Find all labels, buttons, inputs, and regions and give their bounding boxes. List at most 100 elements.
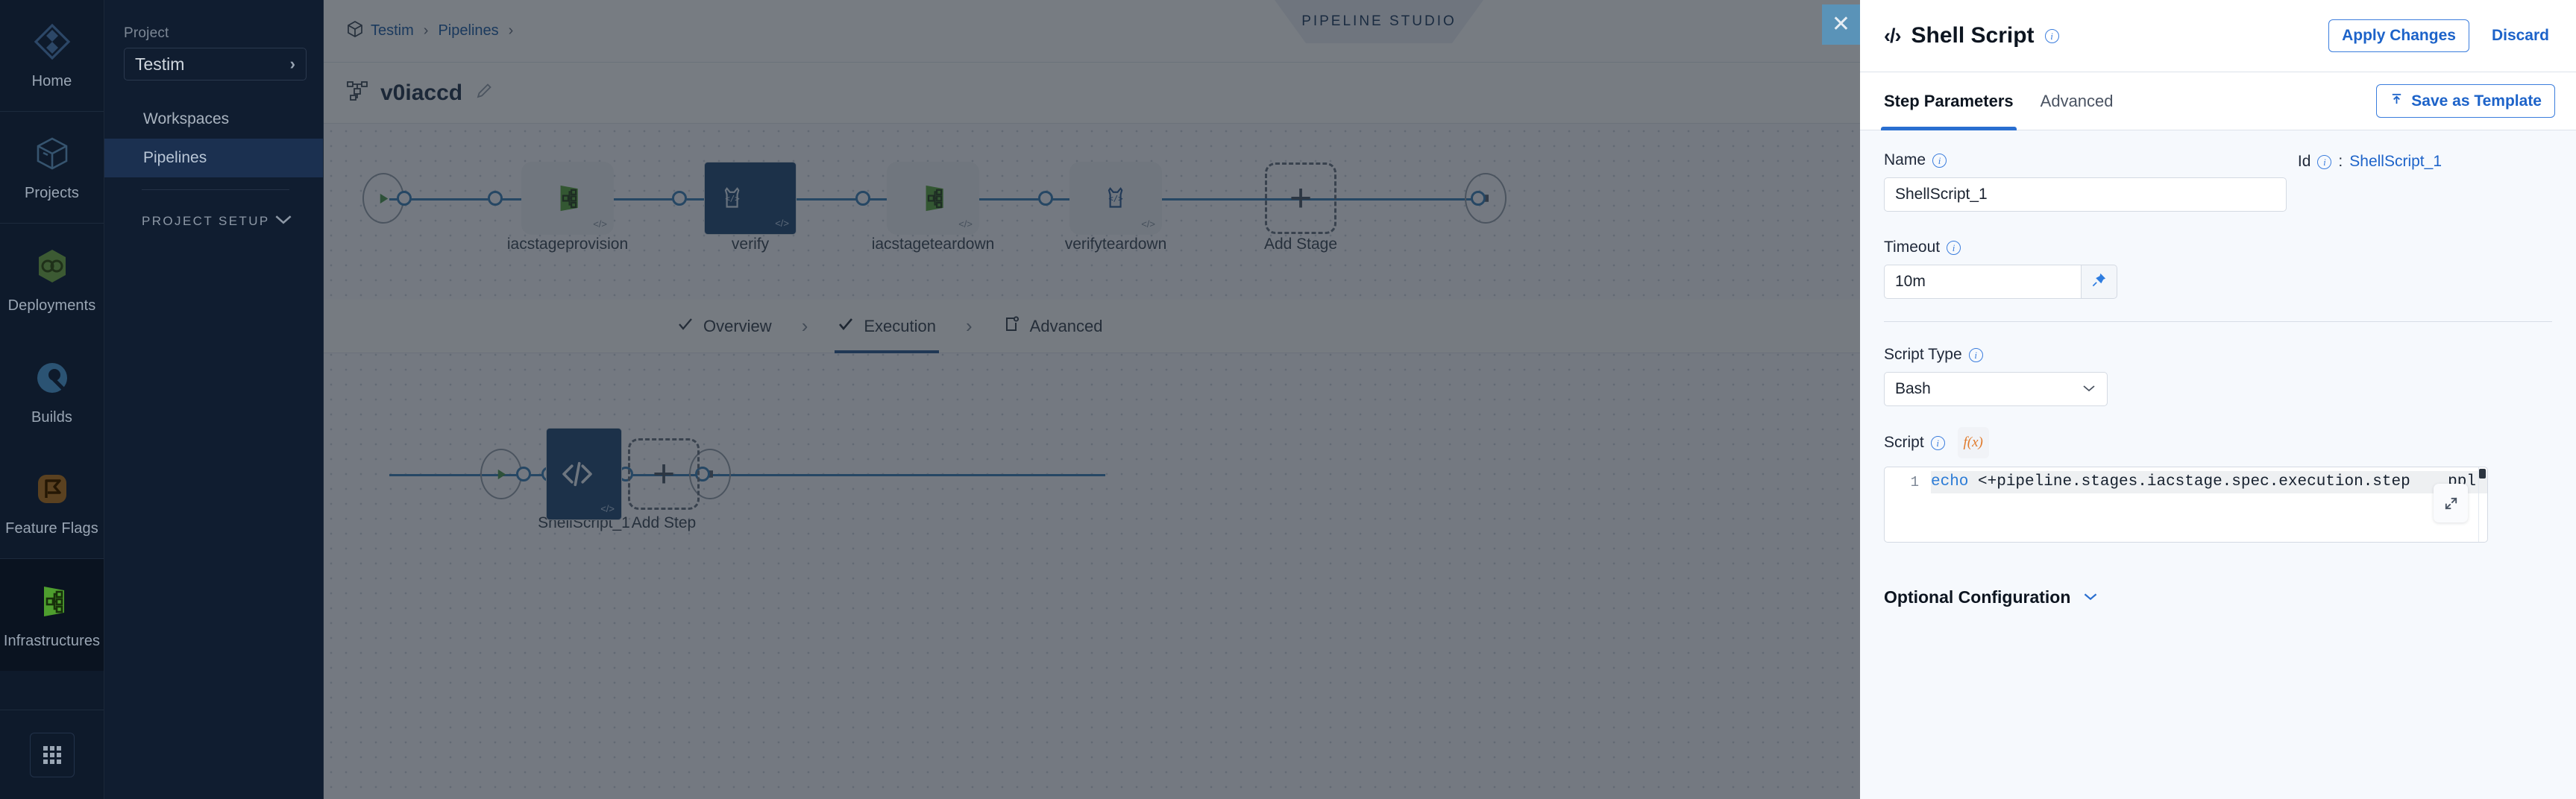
tab-step-parameters[interactable]: Step Parameters	[1881, 72, 2017, 130]
expand-fullscreen-icon[interactable]	[2434, 484, 2468, 522]
info-icon[interactable]: i	[1968, 347, 1983, 362]
pipeline-canvas: </> iacstageprovision </> </> verify	[324, 124, 1860, 799]
info-icon[interactable]: i	[1947, 240, 1961, 255]
pipeline-graph-icon	[346, 80, 368, 106]
tab-separator: ›	[965, 315, 973, 337]
rail-item-projects[interactable]: Projects	[0, 112, 104, 224]
rail-item-label: Builds	[31, 408, 73, 426]
info-icon[interactable]: i	[1930, 435, 1945, 450]
check-icon	[677, 316, 694, 337]
rail-bottom-area	[0, 710, 104, 799]
infrastructure-icon	[560, 185, 578, 212]
name-label: Name	[1884, 151, 1926, 168]
sidebar-item-pipelines[interactable]: Pipelines	[104, 139, 323, 177]
save-as-template-label: Save as Template	[2411, 92, 2542, 110]
timeout-field-group: Timeout i 10m	[1884, 239, 2552, 299]
id-separator: :	[2338, 153, 2343, 170]
feature-flags-flag-icon	[31, 468, 73, 510]
sidebar-divider	[142, 189, 289, 190]
active-tab-underline	[835, 350, 939, 353]
info-icon[interactable]: i	[2317, 154, 2332, 169]
script-code-editor[interactable]: 1 echo <+pipeline.stages.iacstage.spec.e…	[1884, 467, 2488, 543]
projects-cube-icon	[31, 133, 73, 174]
tab-overview[interactable]: Overview	[674, 300, 775, 353]
rail-item-infrastructures[interactable]: Infrastructures	[0, 559, 104, 671]
discard-button[interactable]: Discard	[2491, 27, 2549, 44]
connector-dot	[1038, 191, 1053, 206]
sidebar-item-label: Workspaces	[143, 110, 230, 127]
stage-graph: </> iacstageprovision </> </> verify	[346, 146, 1629, 253]
add-stage-button[interactable]: +	[1265, 162, 1336, 234]
script-type-label-row: Script Type i	[1884, 346, 2552, 364]
project-setup-section[interactable]: PROJECT SETUP	[104, 206, 323, 236]
rail-item-deployments[interactable]: Deployments	[0, 224, 104, 335]
step-node-shellscript-1[interactable]: </>	[546, 428, 622, 520]
script-type-select[interactable]: Bash	[1884, 372, 2108, 406]
rail-item-label: Projects	[24, 185, 80, 201]
script-type-group: Script Type i Bash	[1884, 346, 2552, 406]
pipeline-name: v0iaccd	[380, 80, 463, 105]
panel-tabs: Step Parameters Advanced Save as Templat…	[1860, 72, 2576, 130]
tab-execution[interactable]: Execution	[835, 300, 939, 353]
timeout-input[interactable]: 10m	[1884, 265, 2082, 299]
tab-label: Execution	[864, 316, 936, 335]
script-type-value: Bash	[1895, 380, 1931, 397]
infrastructure-icon	[926, 185, 943, 212]
pipeline-title-bar: v0iaccd VISUAL YAML	[324, 63, 1860, 168]
stage-node-iacstageteardown[interactable]: </>	[887, 162, 979, 235]
rail-item-home[interactable]: Home	[0, 0, 104, 112]
panel-header: ‹/› Shell Script i Apply Changes Discard	[1860, 0, 2576, 72]
code-line: 1 echo <+pipeline.stages.iacstage.spec.e…	[1885, 467, 2487, 493]
id-value: ShellScript_1	[2349, 153, 2442, 170]
apply-changes-button[interactable]: Apply Changes	[2328, 19, 2469, 52]
custom-stage-icon: </>	[724, 187, 740, 208]
home-diamond-icon	[31, 21, 73, 63]
scrollbar-thumb[interactable]	[2479, 469, 2486, 479]
rail-item-feature-flags[interactable]: Feature Flags	[0, 447, 104, 559]
check-icon	[838, 316, 854, 337]
infrastructures-nodes-icon	[31, 581, 73, 622]
add-step-button[interactable]: +	[628, 438, 700, 510]
close-panel-button[interactable]: ✕	[1822, 4, 1860, 45]
script-group: Script i f(x) 1 echo <+pipeline.stages.i…	[1884, 427, 2552, 543]
project-selector-name: Testim	[135, 54, 185, 74]
pin-icon	[2091, 272, 2107, 291]
stage-badge: </>	[775, 218, 789, 229]
add-stage-label: Add Stage	[1263, 236, 1338, 253]
stage-node-verify[interactable]: </> </>	[704, 162, 797, 235]
info-icon[interactable]: i	[2044, 28, 2059, 43]
chevron-down-icon	[2082, 589, 2099, 606]
chevron-down-icon	[274, 214, 293, 229]
name-field-group: Name i ShellScript_1	[1884, 151, 2287, 212]
sidebar-item-workspaces[interactable]: Workspaces	[104, 100, 323, 139]
save-as-template-button[interactable]: Save as Template	[2376, 84, 2555, 118]
rail-item-label: Infrastructures	[3, 632, 101, 649]
stage-node-iacstageprovision[interactable]: </>	[521, 162, 614, 235]
expression-fx-button[interactable]: f(x)	[1957, 427, 1989, 458]
tab-separator: ›	[801, 315, 808, 337]
project-selector[interactable]: Testim ›	[124, 48, 307, 80]
connector-dot	[397, 191, 412, 206]
upload-arrow-icon	[2390, 92, 2404, 110]
stage-label: verifyteardown	[1064, 236, 1167, 253]
optional-configuration-toggle[interactable]: Optional Configuration	[1884, 587, 2552, 607]
breadcrumb-project-link[interactable]: Testim	[371, 22, 414, 39]
tab-advanced[interactable]: Advanced	[2040, 91, 2114, 110]
timeout-pin-button[interactable]	[2082, 265, 2117, 299]
breadcrumb-separator: ›	[423, 22, 429, 39]
script-label: Script	[1884, 434, 1924, 451]
app-grid-icon[interactable]	[29, 732, 75, 777]
info-icon[interactable]: i	[1932, 153, 1947, 168]
page-title: v0iaccd	[346, 80, 494, 106]
panel-title: Shell Script	[1911, 23, 2035, 48]
timeout-label: Timeout	[1884, 239, 1941, 256]
close-icon: ✕	[1831, 12, 1851, 37]
rail-item-label: Home	[31, 73, 72, 89]
rail-item-builds[interactable]: Builds	[0, 335, 104, 447]
pencil-icon[interactable]	[474, 81, 494, 104]
stage-node-verifyteardown[interactable]: </> </>	[1069, 162, 1162, 235]
name-input[interactable]: ShellScript_1	[1884, 177, 2287, 212]
tab-advanced[interactable]: Advanced	[999, 300, 1106, 353]
breadcrumb-pipelines-link[interactable]: Pipelines	[438, 22, 499, 39]
editor-vertical-scrollbar[interactable]	[2478, 467, 2487, 542]
